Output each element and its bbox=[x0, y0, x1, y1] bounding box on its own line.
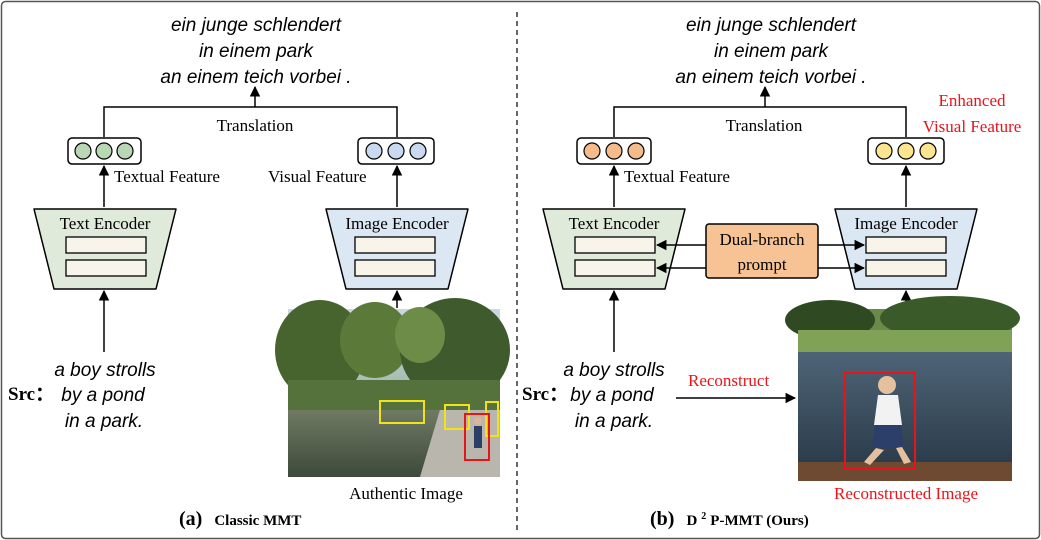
left-visual-feature-cell bbox=[409, 142, 427, 160]
right-panel-title: (b) D 2 P-MMT (Ours) bbox=[650, 506, 809, 530]
right-panel-name-sup: 2 bbox=[701, 511, 706, 522]
right-output-line-1: ein junge schlendert bbox=[686, 15, 857, 36]
right-visual-feature-cell bbox=[875, 142, 893, 160]
left-text-encoder-label: Text Encoder bbox=[60, 214, 151, 233]
enhanced-feature-label-line-2: Visual Feature bbox=[923, 117, 1022, 136]
enhanced-feature-label-line-1: Enhanced bbox=[938, 91, 1006, 110]
right-translation-label: Translation bbox=[726, 116, 803, 135]
right-panel: ein junge schlendert in einem park an ei… bbox=[522, 15, 1021, 530]
left-textual-feature-cell bbox=[74, 142, 92, 160]
left-source-prefix: Src： bbox=[8, 384, 54, 405]
left-visual-feature-cell bbox=[387, 142, 405, 160]
right-image-encoder-layer bbox=[865, 259, 947, 277]
left-panel: ein junge schlendert in einem park an ei… bbox=[8, 15, 510, 530]
left-panel-title: (a) Classic MMT bbox=[179, 508, 301, 530]
left-visual-feature-cell bbox=[365, 142, 383, 160]
right-textual-feature-label: Textual Feature bbox=[624, 167, 730, 186]
left-source-line-2: by a pond bbox=[61, 385, 146, 406]
right-image-encoder-label: Image Encoder bbox=[854, 214, 958, 233]
left-translation-label: Translation bbox=[217, 116, 294, 135]
authentic-image bbox=[275, 298, 510, 477]
dual-branch-prompt-label-line-1: Dual-branch bbox=[720, 230, 805, 249]
right-textual-feature-cell bbox=[627, 142, 645, 160]
left-source-line-3: in a park. bbox=[65, 411, 143, 432]
dual-branch-prompt bbox=[705, 223, 819, 279]
right-panel-name-suffix: P-MMT (Ours) bbox=[710, 513, 808, 529]
right-image-encoder-layer bbox=[865, 236, 947, 254]
right-visual-feature-cell bbox=[919, 142, 937, 160]
right-panel-name-prefix: D bbox=[686, 513, 697, 529]
left-image-encoder-layer bbox=[354, 236, 436, 254]
left-image-encoder-label: Image Encoder bbox=[345, 214, 449, 233]
dual-branch-prompt-label-line-2: prompt bbox=[737, 255, 786, 274]
right-output-line-2: in einem park bbox=[714, 41, 830, 62]
left-merge-line bbox=[103, 106, 398, 137]
right-text-encoder-layer bbox=[574, 236, 656, 254]
right-text-encoder-label: Text Encoder bbox=[569, 214, 660, 233]
right-source-line-3: in a park. bbox=[575, 411, 653, 432]
left-text-encoder-layer bbox=[65, 259, 147, 277]
left-output-line-2: in einem park bbox=[199, 41, 315, 62]
right-output-line-3: an einem teich vorbei . bbox=[675, 67, 866, 88]
left-textual-feature-label: Textual Feature bbox=[114, 167, 220, 186]
authentic-image-caption: Authentic Image bbox=[349, 484, 463, 503]
right-source-prefix: Src： bbox=[522, 384, 568, 405]
right-panel-tag: (b) bbox=[650, 508, 674, 530]
left-panel-name: Classic MMT bbox=[214, 513, 301, 529]
left-output-line-3: an einem teich vorbei . bbox=[160, 67, 351, 88]
right-source-line-2: by a pond bbox=[570, 385, 655, 406]
reconstructed-image bbox=[785, 296, 1020, 481]
right-merge-line bbox=[613, 106, 907, 137]
right-textual-feature-cell bbox=[605, 142, 623, 160]
left-image-encoder-layer bbox=[354, 259, 436, 277]
reconstructed-image-caption: Reconstructed Image bbox=[834, 484, 978, 503]
right-textual-feature-cell bbox=[583, 142, 601, 160]
left-text-encoder-layer bbox=[65, 236, 147, 254]
right-visual-feature-cell bbox=[897, 142, 915, 160]
right-source-line-1: a boy strolls bbox=[563, 360, 665, 381]
left-textual-feature-cell bbox=[116, 142, 134, 160]
right-text-encoder-layer bbox=[574, 259, 656, 277]
left-textual-feature-cell bbox=[95, 142, 113, 160]
left-panel-tag: (a) bbox=[179, 508, 202, 530]
left-output-line-1: ein junge schlendert bbox=[171, 15, 342, 36]
reconstruct-label: Reconstruct bbox=[688, 371, 769, 390]
left-visual-feature-label: Visual Feature bbox=[268, 167, 367, 186]
left-source-line-1: a boy strolls bbox=[54, 360, 156, 381]
